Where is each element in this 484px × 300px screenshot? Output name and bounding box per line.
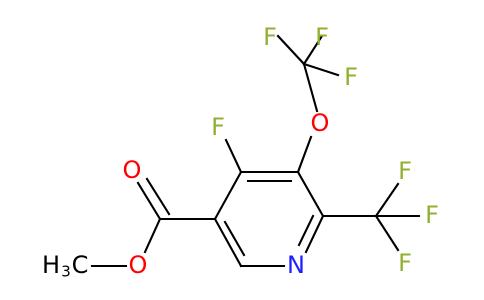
atom-o-ester: O bbox=[129, 251, 148, 279]
atom-layer: F F F O F O O H 3 C N F F F bbox=[42, 23, 439, 281]
bond-cf3-ocf3-to-f-right bbox=[302, 62, 340, 77]
bond-ring-c5-c4 bbox=[213, 170, 243, 221]
bond-ring-c2-n bbox=[304, 214, 325, 254]
atom-f-cf3-top: F bbox=[398, 157, 412, 185]
bond-cf3-ocf3-to-o bbox=[302, 62, 319, 113]
bond-carbonyl-double-b bbox=[145, 177, 171, 216]
atom-f-ocf3-right: F bbox=[344, 63, 358, 91]
atom-f-cf3-bottom: F bbox=[398, 249, 412, 277]
atom-o-carbonyl: O bbox=[123, 156, 142, 184]
bond-ring-c6-c5-inner bbox=[223, 220, 246, 257]
bond-carbonyl-double-a bbox=[136, 181, 162, 221]
atom-n-ring: N bbox=[287, 251, 305, 279]
atom-ch3-tail: C bbox=[72, 251, 89, 279]
atom-ch3-main: H bbox=[42, 251, 60, 279]
bond-ring-c6-c5 bbox=[213, 217, 243, 268]
atom-ch3-subscript: 3 bbox=[61, 263, 71, 281]
atom-f-ocf3-top-right: F bbox=[315, 23, 329, 51]
bond-o-to-ring-c3 bbox=[296, 135, 313, 174]
bond-cf3-ring-to-f-bottom bbox=[374, 214, 400, 252]
bond-ring-c3-c2 bbox=[296, 170, 325, 218]
atom-f-ring: F bbox=[211, 113, 225, 141]
bond-c4-to-f bbox=[224, 138, 243, 174]
bond-carbonyl-to-ester-o bbox=[143, 217, 162, 254]
bond-ring-c2-n-inner bbox=[297, 214, 315, 247]
bond-layer bbox=[90, 34, 421, 268]
bond-cf3-ocf3-to-f-top-right bbox=[302, 34, 324, 66]
bond-cf3-ocf3-to-f-top-left bbox=[276, 34, 306, 66]
atom-o-ether: O bbox=[311, 109, 330, 137]
bond-cf3-ring-to-f-top bbox=[374, 182, 400, 218]
atom-f-ocf3-top-left: F bbox=[263, 23, 277, 51]
atom-f-cf3-right: F bbox=[425, 201, 439, 229]
